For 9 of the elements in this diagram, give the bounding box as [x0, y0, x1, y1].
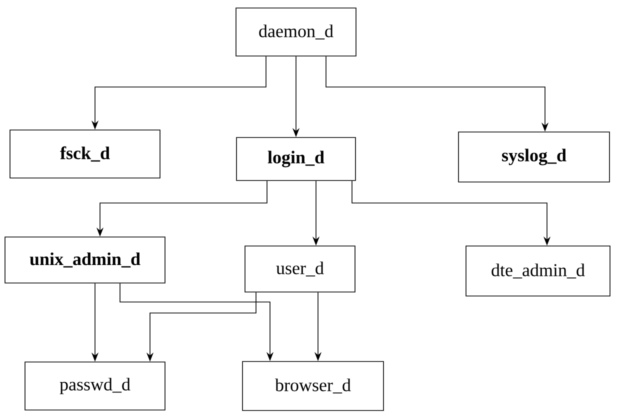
process-box: daemon_d — [236, 8, 356, 56]
process-box: browser_d — [242, 361, 384, 411]
process-box: dte_admin_d — [466, 246, 610, 296]
process-box: user_d — [244, 246, 356, 292]
process-box: login_d — [236, 137, 356, 181]
process-box: passwd_d — [24, 362, 166, 410]
process-box: syslog_d — [458, 132, 610, 182]
process-box: unix_admin_d — [4, 236, 166, 284]
process-box: fsck_d — [10, 130, 160, 178]
